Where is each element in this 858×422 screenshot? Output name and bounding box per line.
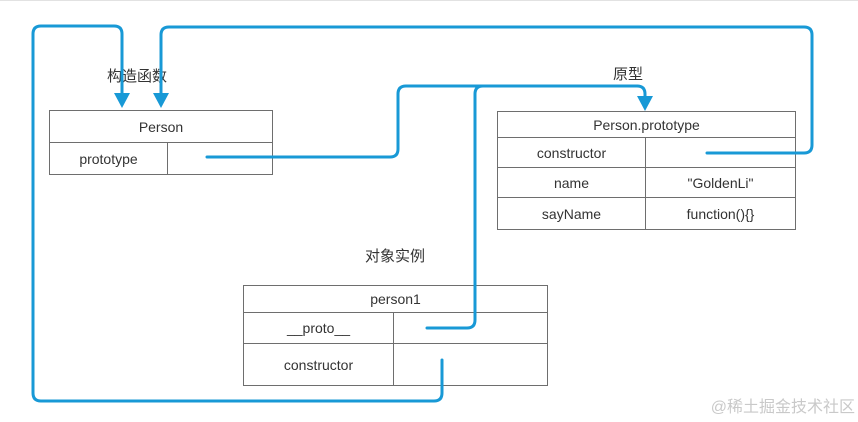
table-row: prototype: [50, 142, 272, 174]
label-constructor-function: 构造函数: [107, 68, 168, 85]
person1-row-constructor-value: [394, 344, 547, 385]
table-row: name "GoldenLi": [498, 167, 795, 197]
prototype-row-constructor-value: [646, 138, 795, 167]
prototype-row-sayname-value: function(){}: [686, 205, 755, 222]
arrowhead-into-person-prototype: [637, 96, 653, 111]
person-row-prototype-key: prototype: [50, 143, 168, 174]
prototype-row-name-value: "GoldenLi": [687, 174, 754, 191]
table-row: __proto__: [244, 312, 547, 343]
prototype-row-name-key: name: [498, 168, 646, 197]
person1-row-proto-value: [394, 313, 547, 343]
prototype-row-constructor-key: constructor: [498, 138, 646, 167]
person1-table-title: person1: [370, 291, 421, 307]
person-prototype-table-title: Person.prototype: [593, 116, 700, 133]
juejin-watermark: @稀土掘金技术社区: [710, 399, 855, 416]
table-row: constructor: [498, 137, 795, 167]
table-row: sayName function(){}: [498, 197, 795, 229]
label-prototype: 原型: [613, 66, 644, 83]
person-table-title: Person: [138, 118, 184, 135]
arrowhead-into-person-left: [114, 93, 130, 108]
person1-row-constructor-key: constructor: [244, 344, 394, 385]
person-row-prototype-value: [168, 143, 272, 174]
person-table: Person prototype: [49, 110, 273, 175]
arrowhead-into-person-right: [153, 93, 169, 108]
person1-table: person1 __proto__ constructor: [243, 285, 548, 386]
person-prototype-table: Person.prototype constructor name "Golde…: [497, 111, 796, 230]
table-row: constructor: [244, 343, 547, 385]
person1-row-proto-key: __proto__: [244, 313, 394, 343]
prototype-row-sayname-key: sayName: [498, 198, 646, 229]
label-object-instance: 对象实例: [365, 248, 426, 265]
